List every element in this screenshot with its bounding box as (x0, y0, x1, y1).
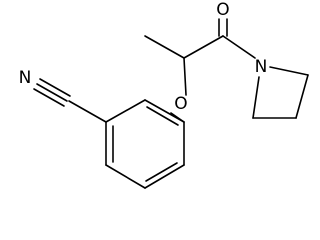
aryl-oxygen-bond (170, 112, 185, 123)
methyl-bond (144, 35, 185, 59)
carbonyl-nitrogen-bond (222, 35, 256, 59)
carbonyl-o-label: O (216, 0, 229, 20)
nitrile-triple-bond (39, 78, 71, 97)
nitrile-triple-bond (36, 83, 68, 102)
nitrile-group: N (19, 68, 107, 123)
ring-double-bond (145, 162, 178, 182)
ring-bond (295, 74, 309, 119)
oxygen-methine-bond (183, 57, 187, 96)
nitrile-triple-bond (33, 88, 65, 107)
nitrile-single-bond (68, 100, 107, 123)
ring-bond (105, 99, 146, 123)
methine-carbonyl-bond (183, 35, 224, 59)
ring-bond (252, 76, 260, 119)
chemical-structure: N O O N (19, 0, 309, 189)
pyrrolidine-n-label: N (255, 57, 268, 77)
ether-o-label: O (174, 94, 187, 114)
pyrrolidine-ring: N (252, 57, 309, 119)
ring-bond (269, 66, 309, 76)
propanoyl-chain: O (144, 0, 256, 59)
ring-bond (105, 164, 146, 189)
ether-linkage: O (170, 57, 188, 123)
ring-double-bond (146, 106, 179, 126)
nitrile-n-label: N (19, 68, 32, 88)
ring-bond (144, 164, 185, 189)
benzene-ring (105, 99, 185, 189)
